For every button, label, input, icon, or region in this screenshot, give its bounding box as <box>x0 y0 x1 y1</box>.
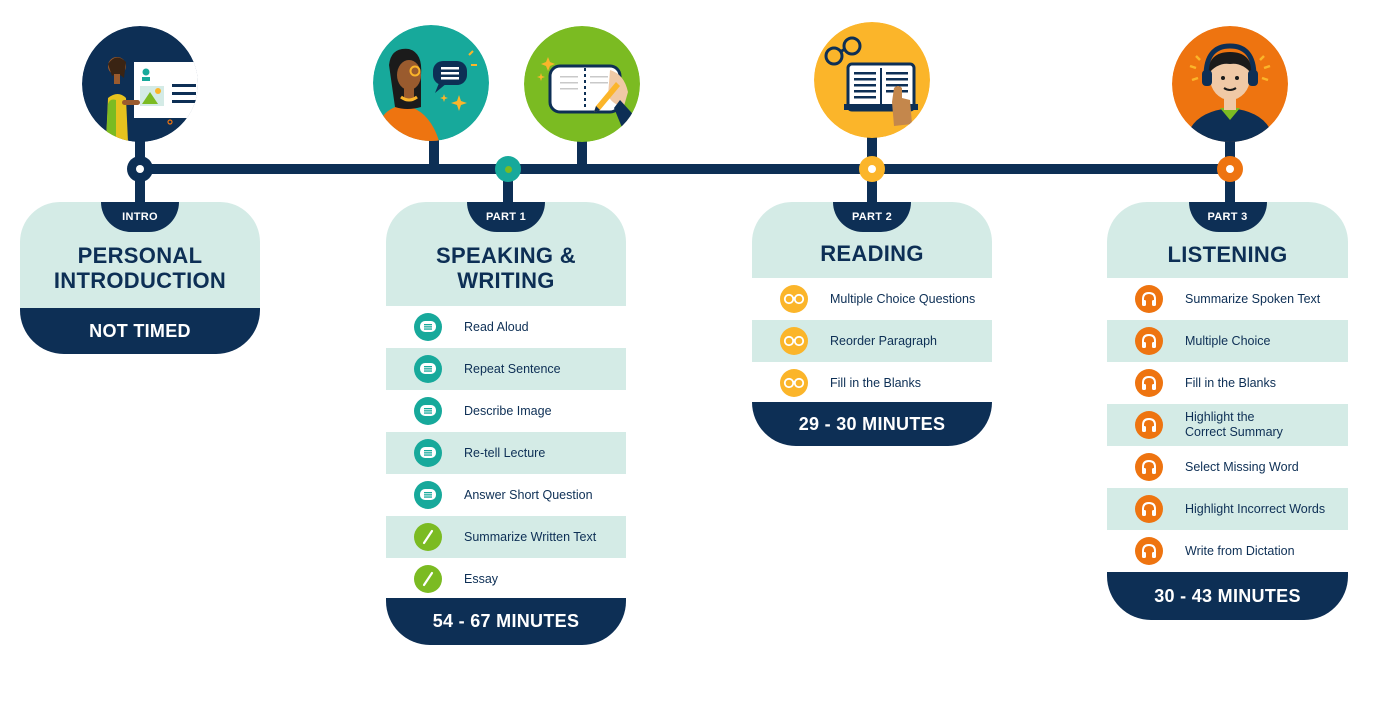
intro-title-line2: INTRODUCTION <box>53 268 227 293</box>
part3-footer: 30 - 43 MINUTES <box>1107 572 1348 620</box>
part1-title-line2: WRITING <box>457 268 555 293</box>
part2-task-list: Multiple Choice Questions Reorder Paragr… <box>752 278 992 402</box>
list-item: Essay <box>386 558 626 600</box>
list-item: Summarize Written Text <box>386 516 626 558</box>
intro-tab: INTRO <box>101 202 179 232</box>
task-label: Describe Image <box>464 403 552 418</box>
speaker-illustration <box>373 25 489 141</box>
timeline-stem <box>429 135 439 167</box>
glasses-icon <box>780 327 808 355</box>
part1-footer: 54 - 67 MINUTES <box>386 598 626 645</box>
list-item: Answer Short Question <box>386 474 626 516</box>
part3-task-list: Summarize Spoken Text Multiple Choice Fi… <box>1107 278 1348 572</box>
task-label-line1: Highlight the <box>1185 410 1255 424</box>
listener-illustration <box>1172 26 1288 142</box>
part3-title: LISTENING <box>1167 242 1288 267</box>
headphones-icon <box>1135 285 1163 313</box>
list-item: Highlight the Correct Summary <box>1107 404 1348 446</box>
speech-bubble-icon <box>414 481 442 509</box>
list-item: Repeat Sentence <box>386 348 626 390</box>
presenter-illustration <box>82 26 198 142</box>
timeline-stem <box>867 172 877 206</box>
pencil-icon <box>414 565 442 593</box>
part1-task-list: Read Aloud Repeat Sentence Describe Imag… <box>386 306 626 598</box>
reading-illustration <box>814 22 930 138</box>
speech-bubble-icon <box>414 313 442 341</box>
list-item: Multiple Choice Questions <box>752 278 992 320</box>
list-item: Multiple Choice <box>1107 320 1348 362</box>
task-label: Highlight Incorrect Words <box>1185 501 1326 516</box>
task-label: Multiple Choice <box>1185 333 1271 348</box>
timeline-line <box>140 164 1232 174</box>
pencil-icon <box>414 523 442 551</box>
task-label: Write from Dictation <box>1185 543 1295 558</box>
part1-title-line1: SPEAKING & <box>436 243 576 268</box>
part2-title: READING <box>820 241 924 266</box>
task-label: Multiple Choice Questions <box>830 291 976 306</box>
part2-card: PART 2 READING Multiple Choice Questions… <box>752 202 992 446</box>
headphones-icon <box>1135 453 1163 481</box>
list-item: Reorder Paragraph <box>752 320 992 362</box>
task-label: Repeat Sentence <box>464 361 561 376</box>
task-label: Read Aloud <box>464 319 529 334</box>
list-item: Summarize Spoken Text <box>1107 278 1348 320</box>
headphones-icon <box>1135 495 1163 523</box>
timeline-node-intro <box>127 156 153 182</box>
list-item: Fill in the Blanks <box>1107 362 1348 404</box>
intro-footer: NOT TIMED <box>20 308 260 354</box>
timeline-node-part2 <box>859 156 885 182</box>
task-label: Reorder Paragraph <box>830 333 938 348</box>
list-item: Highlight Incorrect Words <box>1107 488 1348 530</box>
list-item: Fill in the Blanks <box>752 362 992 404</box>
timeline-stem <box>867 135 877 167</box>
part3-card: PART 3 LISTENING Summarize Spoken Text M… <box>1107 202 1348 620</box>
part1-card: PART 1 SPEAKING & WRITING Read Aloud Rep… <box>386 202 626 645</box>
timeline-stem <box>1225 135 1235 167</box>
glasses-icon <box>780 285 808 313</box>
timeline-node-part3 <box>1217 156 1243 182</box>
intro-title-line1: PERSONAL <box>77 243 203 268</box>
list-item: Re-tell Lecture <box>386 432 626 474</box>
timeline-stem <box>503 172 513 206</box>
timeline-node-part1 <box>495 156 521 182</box>
speech-bubble-icon <box>414 397 442 425</box>
list-item: Read Aloud <box>386 306 626 348</box>
headphones-icon <box>1135 537 1163 565</box>
intro-card: INTRO PERSONAL INTRODUCTION NOT TIMED <box>20 202 260 354</box>
task-label: Fill in the Blanks <box>1185 375 1277 390</box>
timeline-stem <box>135 135 145 167</box>
task-label: Answer Short Question <box>464 487 593 502</box>
task-label: Essay <box>464 571 499 586</box>
glasses-icon <box>780 369 808 397</box>
list-item: Describe Image <box>386 390 626 432</box>
task-label: Summarize Written Text <box>464 529 597 544</box>
task-label: Re-tell Lecture <box>464 445 546 460</box>
task-label: Summarize Spoken Text <box>1185 291 1321 306</box>
timeline-stem <box>577 135 587 167</box>
task-label: Select Missing Word <box>1185 459 1299 474</box>
part1-tab: PART 1 <box>467 202 545 232</box>
headphones-icon <box>1135 369 1163 397</box>
task-label-line2: Correct Summary <box>1185 425 1283 439</box>
list-item: Write from Dictation <box>1107 530 1348 572</box>
part2-tab: PART 2 <box>833 202 911 232</box>
speech-bubble-icon <box>414 355 442 383</box>
headphones-icon <box>1135 327 1163 355</box>
timeline-stem <box>1225 172 1235 206</box>
part2-footer: 29 - 30 MINUTES <box>752 402 992 446</box>
task-label: Fill in the Blanks <box>830 375 922 390</box>
timeline-stem <box>135 172 145 206</box>
list-item: Select Missing Word <box>1107 446 1348 488</box>
speech-bubble-icon <box>414 439 442 467</box>
part3-tab: PART 3 <box>1188 202 1267 232</box>
notebook-writing-illustration <box>524 26 640 142</box>
headphones-icon <box>1135 411 1163 439</box>
